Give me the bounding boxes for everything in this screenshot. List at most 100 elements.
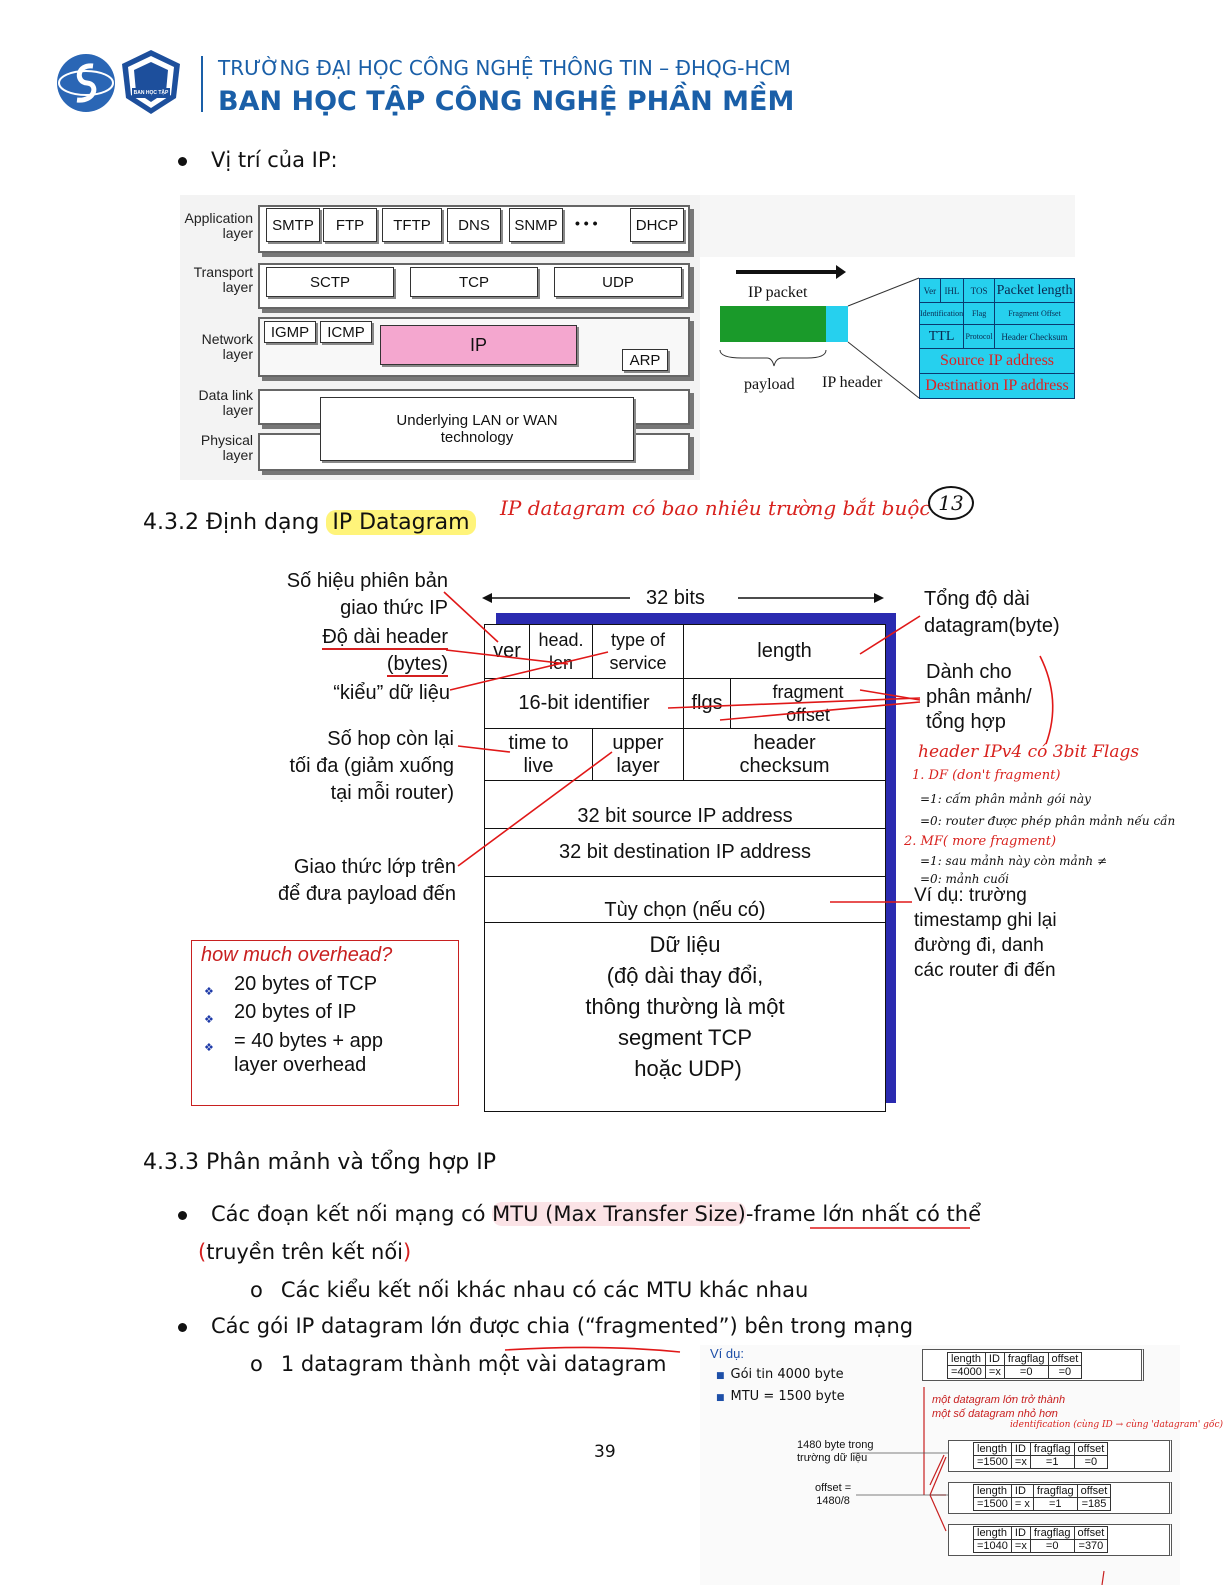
proto-snmp: SNMP bbox=[509, 208, 563, 242]
frag-v-length: =1500 bbox=[973, 1455, 1012, 1469]
bits-label: 32 bits bbox=[646, 587, 705, 609]
flags-note-title: header IPv4 có 3bit Flags bbox=[918, 742, 1140, 762]
overhead-item-ip: 20 bytes of IP bbox=[234, 1001, 357, 1023]
frag-v-flag: =0 bbox=[1003, 1365, 1049, 1379]
hdr-fragment-offset: Fragment Offset bbox=[994, 302, 1075, 325]
field-ver: ver bbox=[484, 624, 530, 679]
paren-open: ( bbox=[198, 1240, 207, 1264]
field-length: length bbox=[683, 624, 886, 679]
ann-protocol: Giao thức lớp trên để đưa payload đến bbox=[278, 856, 456, 905]
layer-label-network: Network layer bbox=[201, 331, 253, 362]
mtu-line2-text: truyền trên kết nối bbox=[206, 1240, 404, 1264]
field-flags: flgs bbox=[683, 678, 731, 729]
frag-v-id: =x bbox=[984, 1365, 1005, 1379]
frag-example-title: Ví dụ: bbox=[710, 1346, 744, 1361]
frag-v-flag: =1 bbox=[1032, 1497, 1078, 1511]
field-tos: type of service bbox=[592, 624, 684, 679]
ip-datagram-table: ver head. len type of service length 16-… bbox=[484, 624, 886, 1112]
overhead-diamond-2: ❖ bbox=[204, 1013, 214, 1026]
flags-note-mf1: =1: sau mảnh này còn mảnh ≠ bbox=[920, 854, 1108, 868]
section-432-title: 4.3.2 Định dạng IP Datagram bbox=[143, 510, 476, 535]
fragmented-text: Các gói IP datagram lớn được chia (“frag… bbox=[211, 1314, 914, 1338]
sub-bullet-marker: o bbox=[250, 1352, 263, 1376]
hdr-source: Source IP address bbox=[919, 348, 1075, 374]
mtu-text-post: có thể bbox=[908, 1202, 981, 1226]
frag-v-flag: =0 bbox=[1029, 1539, 1075, 1553]
field-checksum: header checksum bbox=[683, 728, 886, 781]
ann-options-example: Ví dụ: trường timestamp ghi lại đường đi… bbox=[914, 885, 1057, 981]
square-bullet: ■ bbox=[716, 1393, 725, 1403]
layer-label-transport: Transport layer bbox=[193, 264, 253, 295]
frag-h-id: ID bbox=[1010, 1484, 1034, 1498]
bullet-dot bbox=[178, 1210, 187, 1220]
hdr-ttl: TTL bbox=[918, 324, 965, 349]
frag-h-flag: fragflag bbox=[1029, 1526, 1075, 1540]
frag-h-flag: fragflag bbox=[1029, 1442, 1075, 1456]
page-number: 39 bbox=[594, 1442, 616, 1462]
field-data: Dữ liệu (độ dài thay đổi, thông thường l… bbox=[484, 922, 886, 1112]
layer-label-physical: Physical layer bbox=[200, 432, 253, 463]
school-logo bbox=[55, 52, 117, 114]
frag-h-length: length bbox=[973, 1484, 1012, 1498]
frag-h-flag: fragflag bbox=[1032, 1484, 1078, 1498]
frag-h-offset: offset bbox=[1073, 1442, 1109, 1456]
proto-arp: ARP bbox=[622, 349, 668, 371]
overhead-title: how much overhead? bbox=[201, 944, 393, 966]
frag-h-length: length bbox=[973, 1526, 1012, 1540]
overhead-diamond-1: ❖ bbox=[204, 985, 214, 998]
bullet-fragmented: Các gói IP datagram lớn được chia (“frag… bbox=[178, 1314, 913, 1338]
sub-bullet-fragment-text: 1 datagram thành một vài datagram bbox=[280, 1352, 667, 1376]
handnote-answer-text: 13 bbox=[938, 491, 964, 515]
mtu-dash: - bbox=[745, 1202, 754, 1226]
frag-note-1480: 1480 byte trong trường dữ liệu bbox=[797, 1439, 874, 1464]
flags-note-df0: =0: router được phép phân mảnh nếu cần bbox=[920, 814, 1176, 828]
flags-note-mf0: =0: mảnh cuối bbox=[920, 872, 1009, 886]
section-432-prefix: 4.3.2 Định dạng bbox=[143, 510, 327, 535]
frag-h-length: length bbox=[947, 1352, 986, 1366]
field-ttl: time to live bbox=[484, 728, 593, 781]
field-destination-ip: 32 bit destination IP address bbox=[484, 828, 886, 877]
proto-igmp: IGMP bbox=[264, 321, 316, 343]
mtu-highlight: MTU (Max Transfer Size) bbox=[492, 1202, 746, 1226]
frag-v-id: =x bbox=[1010, 1539, 1031, 1553]
frag-item-1-text: Gói tin 4000 byte bbox=[730, 1367, 844, 1382]
protocol-stack-figure: Application layer Transport layer Networ… bbox=[180, 195, 700, 480]
bullet-mtu: Các đoạn kết nối mạng có MTU (Max Transf… bbox=[178, 1202, 981, 1226]
frag-example-item-1: ■Gói tin 4000 byte bbox=[716, 1367, 844, 1382]
hdr-protocol: Protocol bbox=[963, 324, 996, 349]
frag-example-item-2: ■MTU = 1500 byte bbox=[716, 1389, 845, 1404]
frag-h-offset: offset bbox=[1073, 1526, 1109, 1540]
bullet-dot bbox=[178, 156, 187, 166]
hdr-tos: TOS bbox=[963, 278, 996, 303]
section-432-highlight: IP Datagram bbox=[326, 510, 476, 535]
frag-h-id: ID bbox=[1010, 1442, 1031, 1456]
overhead-item-total: = 40 bytes + app layer overhead bbox=[234, 1030, 384, 1076]
proto-sctp: SCTP bbox=[266, 267, 394, 297]
frag-v-offset: =0 bbox=[1047, 1365, 1083, 1379]
frag-h-offset: offset bbox=[1047, 1352, 1083, 1366]
flags-note-mf: 2. MF( more fragment) bbox=[904, 834, 1057, 849]
hdr-destination: Destination IP address bbox=[919, 373, 1075, 399]
field-options: Tùy chọn (nếu có) bbox=[484, 876, 886, 923]
ip-header-label: IP header bbox=[822, 374, 883, 391]
proto-icmp: ICMP bbox=[320, 321, 372, 343]
frag-v-offset: =185 bbox=[1076, 1497, 1112, 1511]
frag-v-length: =4000 bbox=[947, 1365, 986, 1379]
proto-dns: DNS bbox=[447, 208, 501, 242]
field-upper-layer: upper layer bbox=[592, 728, 684, 781]
handnote-fields: IP datagram có bao nhiêu trường bắt buộc bbox=[500, 496, 931, 520]
bullet-mtu-line2: (truyền trên kết nối) bbox=[198, 1240, 411, 1264]
proto-smtp: SMTP bbox=[266, 208, 320, 242]
ann-header-length-text: Độ dài header (bytes) bbox=[322, 626, 448, 677]
field-source-ip: 32 bit source IP address bbox=[484, 780, 886, 829]
frag-v-offset: =0 bbox=[1073, 1455, 1109, 1469]
hdr-packet-length: Packet length bbox=[994, 278, 1075, 303]
layer-label-datalink: Data link layer bbox=[198, 387, 253, 418]
frag-v-flag: =1 bbox=[1029, 1455, 1075, 1469]
